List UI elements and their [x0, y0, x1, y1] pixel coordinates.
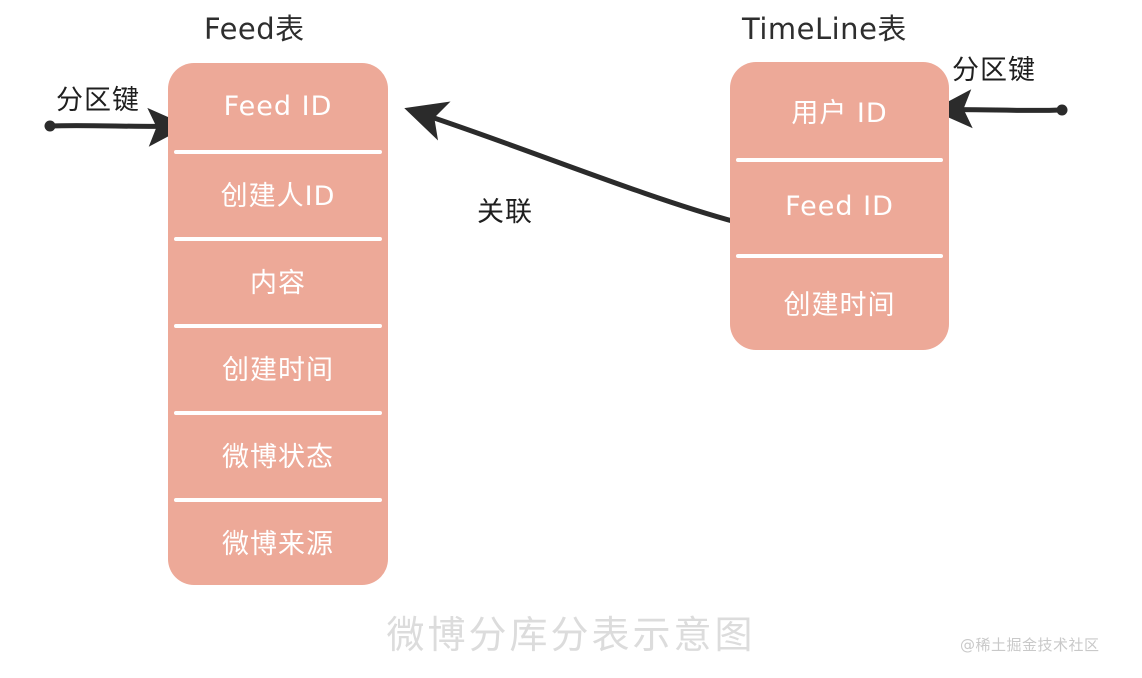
arrow-partition-key-right	[932, 89, 1068, 129]
label-partition-key-right: 分区键	[952, 55, 1036, 86]
table-title-feed: Feed表	[204, 12, 305, 46]
table-card-timeline: 用户 ID Feed ID 创建时间	[730, 62, 949, 350]
table-row[interactable]: Feed ID	[730, 158, 949, 254]
label-partition-key-left: 分区键	[56, 85, 140, 116]
table-row[interactable]: 创建时间	[168, 324, 388, 411]
table-row[interactable]: 微博来源	[168, 498, 388, 585]
table-row[interactable]: 用户 ID	[791, 97, 888, 129]
table-card-feed: Feed ID 创建人ID 内容 创建时间 微博状态 微博来源	[168, 63, 388, 585]
table-title-timeline: TimeLine表	[742, 12, 907, 46]
table-row[interactable]: 内容	[168, 237, 388, 324]
table-row[interactable]: 创建时间	[730, 254, 949, 350]
table-row[interactable]: Feed ID	[223, 91, 333, 122]
arrow-relation	[404, 101, 742, 228]
arrow-partition-key-left	[44, 107, 188, 147]
label-relation: 关联	[477, 197, 533, 228]
watermark: @稀土掘金技术社区	[960, 636, 1100, 654]
table-row[interactable]: 创建人ID	[168, 150, 388, 237]
table-row[interactable]: 微博状态	[168, 411, 388, 498]
diagram-caption: 微博分库分表示意图	[386, 613, 756, 657]
